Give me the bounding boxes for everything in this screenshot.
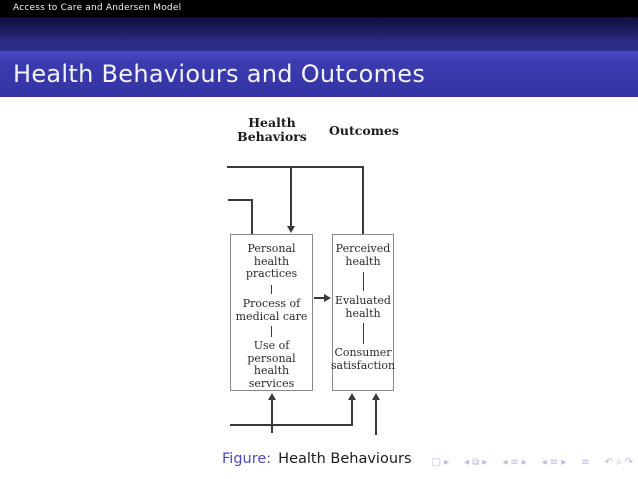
presentation-icon[interactable]: ≡ [581, 457, 590, 468]
left-elbow-vertical-line [251, 201, 253, 234]
section-title: Access to Care and Andersen Model [13, 3, 182, 13]
slide-next-icon[interactable]: ▸ [444, 457, 450, 468]
outcomes-inner-connector-1 [362, 272, 364, 291]
frametitle-bar: Health Behaviours and Outcomes [0, 51, 638, 97]
arrowhead-into-outcomes-bottom-right [372, 393, 380, 400]
top-middle-vertical-line [290, 168, 292, 226]
bottom-left-vertical-line [271, 400, 273, 433]
go-back-icon[interactable]: ↶ [604, 457, 613, 468]
outcomes-item-perceived-health: Perceived health [335, 242, 391, 268]
search-icon[interactable]: ⌕ [616, 457, 622, 468]
arrowhead-into-behaviors-bottom [268, 393, 276, 400]
section-next-icon[interactable]: ▸ [561, 457, 567, 468]
frame-title: Health Behaviours and Outcomes [13, 60, 426, 88]
figure-caption-text: Health Behaviours [278, 451, 412, 467]
section-icon[interactable]: ≡ [549, 457, 559, 468]
column-header-health-behaviors: Health Behaviors [237, 115, 307, 144]
outcomes-inner-connector-2 [362, 323, 364, 344]
outcomes-box: Perceived health Evaluated health Consum… [330, 234, 396, 391]
health-behaviors-box: Personal health practices Process of med… [230, 234, 313, 391]
bottom-right-vertical-line [375, 400, 377, 435]
beamer-navigation-bar: □ ▸ ◂ ⧉ ▸ ◂ ≡ ▸ ◂ ≡ ▸ ≡ ↶ ⌕ ↷ [432, 457, 633, 469]
behaviors-inner-connector-2 [271, 326, 272, 337]
nav-section-group: ◂ ≡ ▸ [542, 457, 566, 469]
go-forward-icon[interactable]: ↷ [624, 457, 633, 468]
arrowhead-into-outcomes-bottom-left [348, 393, 356, 400]
frame-icon[interactable]: ⧉ [472, 457, 480, 468]
behaviors-inner-connector-1 [271, 284, 272, 295]
subsection-icon[interactable]: ≡ [510, 457, 519, 468]
nav-subsection-group: ◂ ≡ ▸ [502, 457, 526, 469]
between-boxes-line [314, 297, 325, 299]
figure-caption: Figure: Health Behaviours [222, 450, 412, 468]
subsection-prev-icon[interactable]: ◂ [502, 457, 508, 468]
nav-presentation-group: ≡ [581, 457, 589, 469]
behaviors-item-process-of-medical-care: Process of medical care [235, 297, 308, 323]
nav-slide-group: □ ▸ [432, 457, 449, 469]
left-elbow-horizontal-line [228, 199, 253, 201]
headline-section-bar: Access to Care and Andersen Model [0, 0, 638, 17]
slide-icon[interactable]: □ [431, 457, 442, 468]
outcomes-item-evaluated-health: Evaluated health [335, 294, 391, 320]
frame-prev-icon[interactable]: ◂ [464, 457, 470, 468]
bottom-elbow-vertical-line [351, 400, 353, 424]
figure-caption-label: Figure: [222, 451, 272, 467]
top-horizontal-line [227, 166, 364, 168]
arrowhead-into-outcomes-left [324, 294, 331, 302]
bottom-horizontal-line [230, 424, 353, 426]
column-header-outcomes: Outcomes [329, 123, 399, 138]
headline-subsection-band [0, 17, 638, 37]
top-right-vertical-line [362, 168, 364, 234]
arrowhead-into-behaviors-top [287, 226, 295, 233]
section-prev-icon[interactable]: ◂ [541, 457, 547, 468]
frame-next-icon[interactable]: ▸ [482, 457, 488, 468]
subsection-next-icon[interactable]: ▸ [521, 457, 527, 468]
nav-frame-group: ◂ ⧉ ▸ [464, 457, 487, 469]
behaviors-item-use-of-services: Use of personal health services [247, 339, 296, 390]
outcomes-item-consumer-satisfaction: Consumer satisfaction [330, 346, 396, 372]
headline-lower-band [0, 37, 638, 51]
behaviors-item-personal-health-practices: Personal health practices [245, 242, 298, 280]
nav-search-group: ↶ ⌕ ↷ [605, 457, 633, 469]
